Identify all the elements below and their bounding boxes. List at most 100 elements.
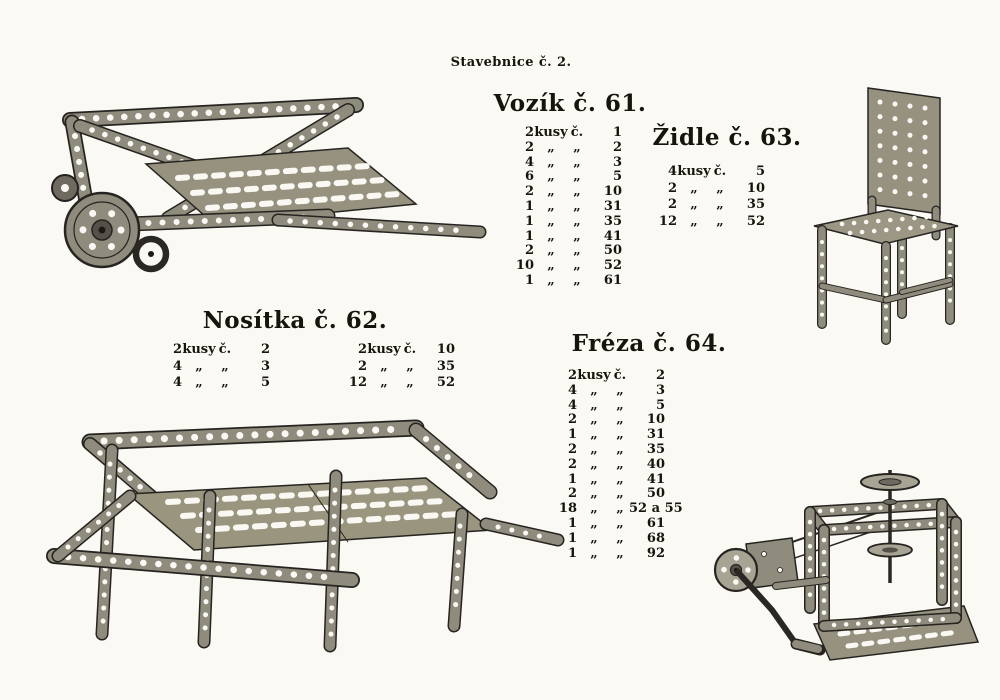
chair-seat-plate — [813, 209, 959, 245]
qty-cell: 2 — [524, 184, 534, 200]
chair-back-plate — [867, 87, 941, 215]
part-number-cell: 5 — [655, 397, 665, 413]
no-label-cell: „ — [616, 412, 624, 428]
no-label-cell: „ — [716, 180, 724, 196]
parts-row: 12 „ „ 52 — [345, 375, 455, 392]
parts-row: 4 „ „ 3 — [555, 383, 665, 399]
part-number-cell: 35 — [646, 441, 665, 457]
qty-cell: 2 — [567, 412, 577, 428]
unit-cell: kusy — [367, 342, 401, 357]
qty-cell: 2 — [524, 125, 534, 140]
unit-cell: „ — [195, 358, 203, 374]
unit-cell: „ — [195, 375, 203, 390]
unit-cell: „ — [590, 441, 598, 457]
no-label-cell: „ — [573, 213, 581, 229]
parts-row: 1 „ „ 31 — [555, 427, 665, 443]
unit-cell: „ — [547, 139, 555, 155]
parts-row: 2 kusy č. 1 — [512, 125, 622, 141]
no-label-cell: „ — [573, 154, 581, 170]
parts-row: 2 kusy č. 2 — [555, 368, 665, 384]
no-label-cell: „ — [573, 139, 581, 155]
part-number-cell: 5 — [260, 375, 270, 390]
part-number-cell: 2 — [612, 139, 622, 155]
unit-cell: „ — [590, 545, 598, 561]
qty-cell: 2 — [524, 243, 534, 259]
part-number-cell: 40 — [646, 456, 665, 472]
qty-cell: 1 — [567, 515, 577, 531]
part-number-cell: 41 — [603, 228, 622, 244]
qty-cell: 2 — [567, 456, 577, 472]
part-number-cell: 31 — [603, 198, 622, 214]
chair-cross-rails — [818, 277, 954, 304]
unit-cell: „ — [690, 180, 698, 196]
unit-cell: „ — [590, 515, 598, 531]
parts-row: 1 „ „ 41 — [512, 228, 622, 245]
unit-cell: „ — [380, 375, 388, 390]
part-number-cell: 2 — [655, 368, 665, 383]
milling-machine-illustration — [713, 470, 980, 661]
qty-cell: 6 — [524, 169, 534, 185]
qty-cell: 2 — [667, 180, 677, 196]
parts-row: 1 „ „ 61 — [555, 515, 665, 532]
section-title-vozik: Vozík č. 61. — [493, 90, 647, 117]
qty-cell: 12 — [658, 213, 677, 229]
qty-cell: 1 — [567, 545, 577, 561]
parts-row: 18 „ „ 52 a 55 — [555, 501, 683, 517]
no-label-cell: „ — [573, 184, 581, 200]
part-number-cell: 3 — [612, 154, 622, 170]
unit-cell: „ — [547, 169, 555, 185]
parts-row: 2 „ „ 2 — [512, 139, 622, 156]
no-label-cell: č. — [570, 125, 584, 140]
cart-small-wheel — [132, 235, 170, 273]
cart-drawbar — [271, 213, 487, 239]
qty-cell: 2 — [567, 441, 577, 457]
parts-row: 4 „ „ 3 — [160, 359, 270, 376]
qty-cell: 4 — [567, 397, 577, 413]
part-number-cell: 1 — [612, 125, 622, 140]
unit-cell: kusy — [577, 368, 611, 383]
part-number-cell: 10 — [603, 184, 622, 200]
unit-cell: kusy — [534, 125, 568, 140]
unit-cell: „ — [690, 213, 698, 229]
qty-cell: 4 — [524, 154, 534, 170]
part-number-cell: 35 — [603, 213, 622, 229]
parts-row: 4 „ „ 5 — [160, 375, 270, 392]
parts-row: 6 „ „ 5 — [512, 170, 622, 185]
no-label-cell: „ — [573, 169, 581, 185]
part-number-cell: 5 — [612, 169, 622, 185]
no-label-cell: „ — [716, 213, 724, 229]
unit-cell: „ — [590, 397, 598, 413]
qty-cell: 1 — [567, 530, 577, 546]
section-title-nositka: Nosítka č. 62. — [202, 307, 388, 334]
part-number-cell: 68 — [646, 530, 665, 546]
no-label-cell: „ — [616, 427, 624, 443]
stretcher-illustration — [46, 419, 565, 653]
parts-row: 2 „ „ 10 — [655, 181, 765, 198]
unit-cell: „ — [590, 456, 598, 472]
no-label-cell: „ — [616, 515, 624, 531]
unit-cell: „ — [590, 412, 598, 428]
qty-cell: 1 — [567, 427, 577, 443]
part-number-cell: 10 — [436, 342, 455, 357]
part-number-cell: 31 — [646, 427, 665, 443]
part-number-cell: 52 a 55 — [629, 501, 683, 517]
parts-row: 1 „ „ 92 — [555, 545, 665, 562]
qty-cell: 10 — [515, 258, 534, 274]
section-title-freza: Fréza č. 64. — [571, 330, 727, 357]
parts-row: 2 „ „ 10 — [512, 184, 622, 200]
unit-cell: „ — [690, 197, 698, 212]
unit-cell: „ — [547, 198, 555, 214]
parts-row: 1 „ „ 68 — [555, 530, 665, 547]
parts-row: 2 kusy č. 10 — [345, 342, 455, 359]
part-number-cell: 52 — [603, 258, 622, 274]
part-number-cell: 35 — [436, 358, 455, 374]
qty-cell: 4 — [172, 375, 182, 390]
no-label-cell: „ — [573, 228, 581, 244]
qty-cell: 2 — [667, 197, 677, 212]
parts-row: 1 „ „ 61 — [512, 273, 622, 289]
parts-row: 12 „ „ 52 — [655, 214, 765, 231]
parts-list-zidle: 4 kusy č. 5 2 „ „ 10 2 „ „ 35 12 „ — [655, 164, 765, 230]
no-label-cell: „ — [406, 358, 414, 374]
unit-cell: „ — [590, 501, 598, 517]
parts-row: 4 „ „ 5 — [555, 397, 665, 414]
